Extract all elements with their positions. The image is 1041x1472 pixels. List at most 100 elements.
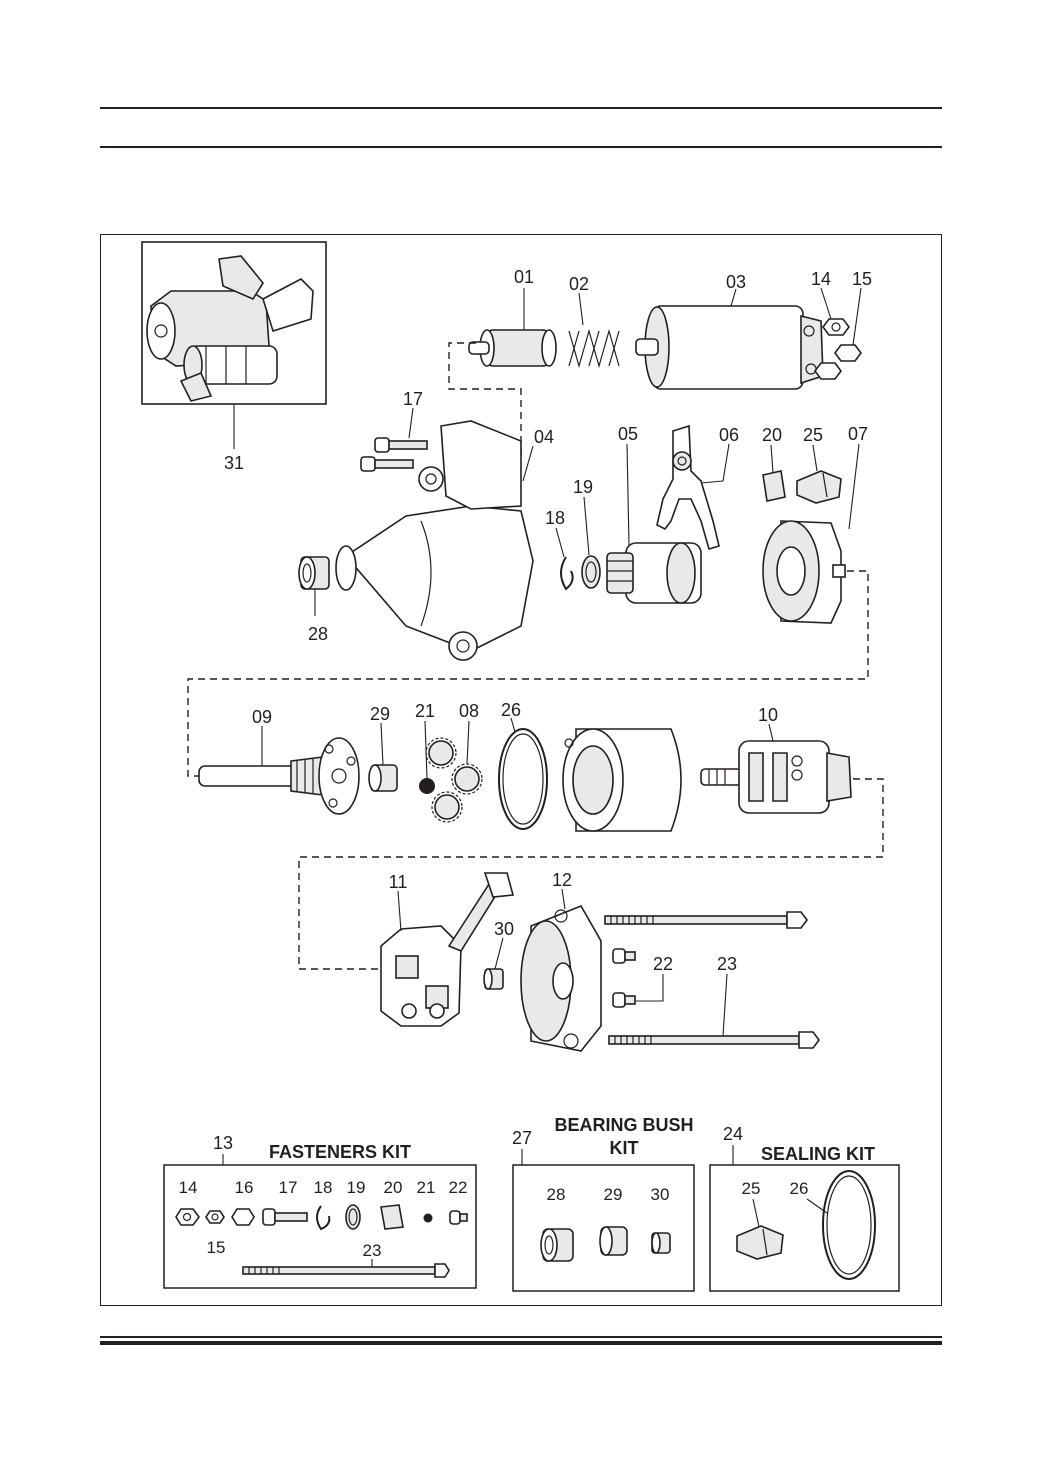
assembled-starter-illustration [141, 241, 327, 405]
callout-19: 19 [573, 477, 593, 497]
bearing-kit-title-line2: KIT [610, 1138, 639, 1158]
sealing-kit-number: 24 [723, 1124, 743, 1144]
callout-01: 01 [514, 267, 534, 287]
leader-23 [722, 973, 728, 1037]
fasteners-item-17: 17 [279, 1178, 298, 1197]
exploded-view-frame: 31 01 02 03 14 15 [100, 234, 942, 1306]
sealing-kit-title: SEALING KIT [761, 1144, 875, 1164]
leader-04 [522, 445, 534, 482]
fasteners-kit-title: FASTENERS KIT [269, 1142, 411, 1162]
fasteners-item-22: 22 [449, 1178, 468, 1197]
ring-part-19 [581, 555, 601, 589]
brush-holder-part-11 [380, 872, 515, 1027]
yoke-field-frame [562, 728, 682, 832]
fasteners-item-18: 18 [314, 1178, 333, 1197]
sealing-kit-box [709, 1164, 900, 1292]
gear-housing-part-07 [762, 520, 846, 624]
callout-06: 06 [719, 425, 739, 445]
sealing-item-25: 25 [742, 1179, 761, 1198]
leader-26 [510, 717, 516, 733]
callout-20: 20 [762, 425, 782, 445]
callout-29: 29 [370, 704, 390, 724]
bearing-item-28: 28 [547, 1185, 566, 1204]
callout-25: 25 [803, 425, 823, 445]
leader-19 [583, 496, 590, 556]
leader-29 [380, 722, 384, 766]
callout-18: 18 [545, 508, 565, 528]
callout-04: 04 [534, 427, 554, 447]
gasket-ring-part-26 [498, 728, 548, 830]
leader-20 [770, 444, 774, 474]
bearing-kit-box [512, 1164, 695, 1292]
callout-23: 23 [717, 954, 737, 974]
rubber-block-part-20 [762, 470, 786, 502]
sealing-item-26: 26 [790, 1179, 809, 1198]
callout-28: 28 [308, 624, 328, 644]
fasteners-item-15: 15 [207, 1238, 226, 1257]
bush-part-29 [368, 764, 398, 792]
leader-03 [730, 288, 737, 307]
callout-05: 05 [618, 424, 638, 444]
callout-02: 02 [569, 274, 589, 294]
leader-02 [578, 292, 584, 326]
callout-17: 17 [403, 389, 423, 409]
fasteners-item-21: 21 [417, 1178, 436, 1197]
callout-14: 14 [811, 269, 831, 289]
callout-31: 31 [224, 453, 244, 473]
leader-kit-25 [752, 1198, 760, 1228]
seal-part-25 [796, 470, 842, 504]
steel-ball-part-21 [419, 778, 435, 794]
fasteners-item-14: 14 [179, 1178, 198, 1197]
armature-part-10 [700, 740, 852, 814]
link-armature-brush-holder [298, 778, 884, 970]
leader-17 [408, 407, 414, 439]
leader-30 [494, 937, 504, 970]
circlip-part-18 [560, 556, 574, 591]
callout-09: 09 [252, 707, 272, 727]
callout-03: 03 [726, 272, 746, 292]
leader-08 [466, 720, 470, 765]
callout-10: 10 [758, 705, 778, 725]
callout-15: 15 [852, 269, 872, 289]
bolt-part-17 [360, 437, 428, 472]
callout-07: 07 [848, 424, 868, 444]
screw-part-22 [612, 948, 636, 1008]
callout-08: 08 [459, 701, 479, 721]
leader-12 [561, 888, 566, 910]
callout-26: 26 [501, 700, 521, 720]
leader-kit-26 [806, 1198, 828, 1214]
link-housing-shaft [187, 570, 869, 777]
leader-11 [397, 890, 402, 932]
callout-30: 30 [494, 919, 514, 939]
fasteners-kit-box [163, 1164, 477, 1289]
footer-rule-thin [100, 1336, 942, 1338]
output-shaft-part-09 [198, 737, 360, 815]
callout-12: 12 [552, 870, 572, 890]
bearing-item-29: 29 [604, 1185, 623, 1204]
leader-07 [848, 443, 860, 530]
drive-housing-part-04 [335, 420, 534, 661]
bearing-kit-number: 27 [512, 1128, 532, 1148]
fasteners-kit-parts [175, 1204, 468, 1278]
solenoid-part-03 [635, 305, 824, 390]
leader-05 [626, 443, 630, 547]
end-cover-part-12 [520, 904, 602, 1052]
fasteners-item-23: 23 [363, 1241, 382, 1260]
leader-18 [555, 527, 565, 558]
fasteners-kit-number: 13 [213, 1133, 233, 1153]
link-plunger-housing [448, 342, 522, 456]
fork-lever-part-06 [656, 424, 720, 550]
sealing-kit-parts [736, 1170, 876, 1280]
leader-06 [722, 443, 730, 482]
footer-rule-thick [100, 1341, 942, 1345]
callout-11: 11 [389, 872, 408, 892]
leader-15 [852, 287, 862, 346]
leader-14 [820, 287, 832, 320]
fasteners-item-19: 19 [347, 1178, 366, 1197]
leader-10 [768, 723, 774, 742]
bush-part-28 [298, 556, 330, 590]
through-bolt-part-23 [604, 911, 820, 1049]
spring-part-02 [568, 328, 620, 369]
header-rule-bottom [100, 146, 942, 148]
planet-gears-part-08 [425, 737, 483, 823]
